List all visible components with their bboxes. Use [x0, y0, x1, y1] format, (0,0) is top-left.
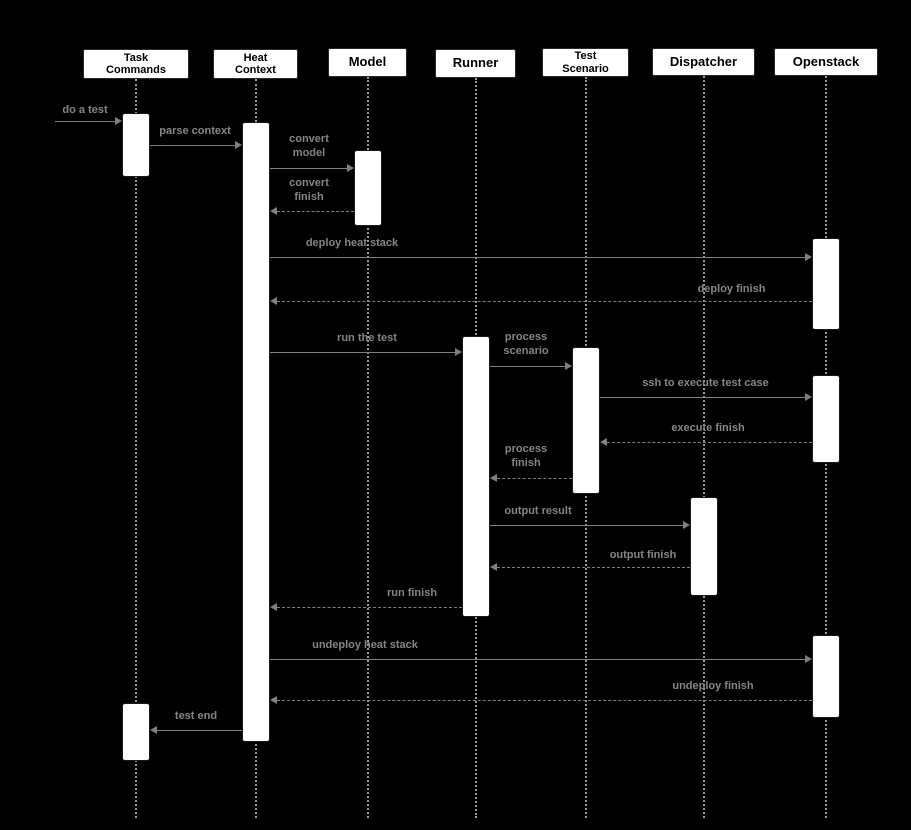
- message-line: [150, 145, 235, 146]
- message-label: process finish: [504, 443, 548, 469]
- message-label: parse context: [159, 125, 231, 137]
- message-line: [277, 607, 462, 608]
- activation-heat-context: [242, 122, 270, 742]
- message-line: [270, 659, 805, 660]
- lifeline-dispatcher: [703, 76, 705, 818]
- participant-openstack: Openstack: [774, 48, 878, 76]
- activation-openstack-2: [812, 375, 840, 463]
- message-line: [497, 567, 690, 568]
- message-line: [55, 121, 115, 122]
- arrowhead-left-icon: [600, 438, 607, 446]
- message-label: test end: [174, 710, 218, 722]
- arrowhead-left-icon: [270, 603, 277, 611]
- message-label: execute finish: [671, 422, 745, 434]
- activation-runner: [462, 336, 490, 617]
- message-label: output finish: [609, 549, 677, 561]
- arrowhead-left-icon: [490, 474, 497, 482]
- message-line: [277, 301, 812, 302]
- activation-model: [354, 150, 382, 226]
- message-label: deploy finish: [697, 283, 766, 295]
- lifeline-task-commands: [135, 79, 137, 818]
- arrowhead-left-icon: [150, 726, 157, 734]
- activation-task-commands-1: [122, 113, 150, 177]
- lifeline-model: [367, 77, 369, 818]
- message-line: [497, 478, 572, 479]
- arrowhead-left-icon: [270, 297, 277, 305]
- participant-model: Model: [328, 48, 407, 77]
- arrowhead-right-icon: [455, 348, 462, 356]
- message-label: run finish: [386, 587, 438, 599]
- message-label: convert model: [289, 133, 329, 159]
- message-label: convert finish: [289, 177, 329, 203]
- arrowhead-right-icon: [805, 253, 812, 261]
- participant-dispatcher: Dispatcher: [652, 48, 755, 76]
- activation-openstack-3: [812, 635, 840, 718]
- participant-runner: Runner: [435, 49, 516, 78]
- arrowhead-right-icon: [683, 521, 690, 529]
- message-label: do a test: [62, 104, 108, 116]
- message-line: [490, 525, 683, 526]
- message-line: [157, 730, 242, 731]
- message-label: deploy heat stack: [305, 237, 399, 249]
- message-line: [600, 397, 805, 398]
- participant-test-scenario: Test Scenario: [542, 48, 629, 77]
- arrowhead-right-icon: [115, 117, 122, 125]
- activation-dispatcher: [690, 497, 718, 596]
- message-label: undeploy finish: [672, 680, 754, 692]
- arrowhead-right-icon: [347, 164, 354, 172]
- arrowhead-right-icon: [805, 393, 812, 401]
- message-line: [277, 211, 354, 212]
- arrowhead-left-icon: [270, 696, 277, 704]
- arrowhead-left-icon: [270, 207, 277, 215]
- message-line: [277, 700, 812, 701]
- message-label: ssh to execute test case: [642, 377, 769, 389]
- message-label: process scenario: [503, 331, 549, 357]
- message-label: run the test: [337, 332, 397, 344]
- arrowhead-right-icon: [805, 655, 812, 663]
- participant-heat-context: Heat Context: [213, 49, 298, 79]
- arrowhead-right-icon: [235, 141, 242, 149]
- arrowhead-right-icon: [565, 362, 572, 370]
- message-line: [490, 366, 565, 367]
- activation-openstack-1: [812, 238, 840, 330]
- message-line: [607, 442, 812, 443]
- message-label: undeploy heat stack: [312, 639, 418, 651]
- message-line: [270, 352, 455, 353]
- message-label: output result: [504, 505, 572, 517]
- arrowhead-left-icon: [490, 563, 497, 571]
- participant-task-commands: Task Commands: [83, 49, 189, 79]
- activation-test-scenario: [572, 347, 600, 494]
- activation-task-commands-2: [122, 703, 150, 761]
- message-line: [270, 257, 805, 258]
- message-line: [270, 168, 347, 169]
